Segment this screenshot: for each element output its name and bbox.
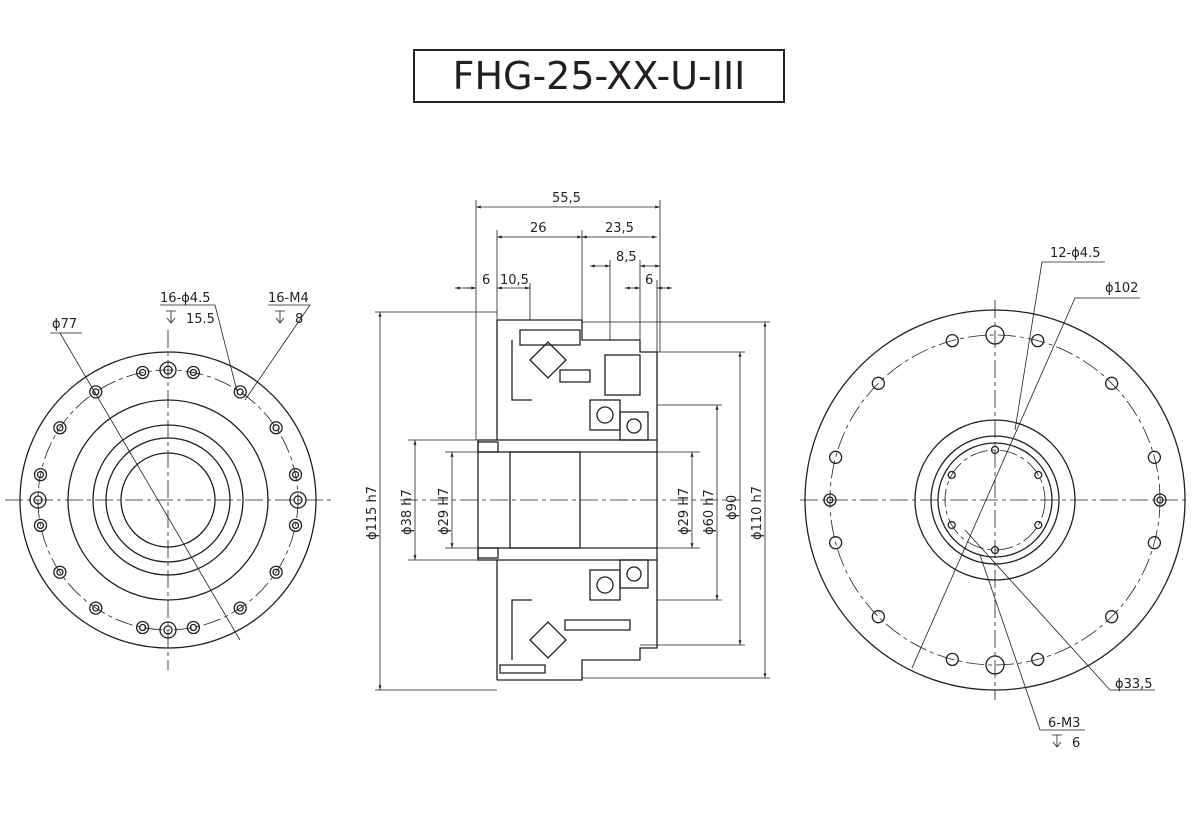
thread-hole xyxy=(293,495,303,505)
thread-hole xyxy=(163,625,173,635)
bolt-hole xyxy=(1156,496,1164,504)
thread-hole xyxy=(1034,520,1043,530)
dim-d60: ϕ60 h7 xyxy=(702,489,717,535)
bolt-hole xyxy=(233,385,247,399)
bolt-hole xyxy=(1147,450,1162,464)
section-view: 55,5 26 23,5 8,5 6 6 10,5 ϕ115 h7 ϕ38 h7… xyxy=(365,191,770,691)
bolt-hole xyxy=(138,623,147,632)
bolt-hole xyxy=(826,496,834,504)
thread-hole xyxy=(289,491,307,509)
drawing-title: FHG-25-XX-U-III xyxy=(413,49,785,103)
thread-hole xyxy=(1034,470,1043,480)
bolt-hole xyxy=(92,388,100,396)
thread-hole xyxy=(990,445,1000,455)
dim-d29-left: ϕ29 H7 xyxy=(437,488,452,535)
dim-d115: ϕ115 h7 xyxy=(365,486,380,540)
thread-hole xyxy=(990,545,1000,555)
bolt-hole xyxy=(186,620,201,635)
thread-hole xyxy=(947,470,956,480)
bolt-hole xyxy=(1031,652,1045,667)
left-end-view: ϕ77 16-ϕ4.5 15.5 16-M4 8 xyxy=(5,291,335,670)
left-diameter-label: ϕ77 xyxy=(52,317,77,332)
dim-23-5: 23,5 xyxy=(605,221,634,236)
bolt-hole xyxy=(89,385,103,399)
right-threads-depth: 6 xyxy=(1072,736,1080,751)
bolt-hole xyxy=(56,568,64,576)
bolt-hole xyxy=(53,565,67,579)
bolt-hole xyxy=(186,365,201,380)
left-holes-depth: 15.5 xyxy=(186,312,215,327)
bolt-hole xyxy=(53,421,67,435)
thread-hole xyxy=(29,491,47,509)
bolt-hole xyxy=(288,518,303,533)
bolt-hole xyxy=(828,536,843,550)
bolt-hole xyxy=(89,601,103,615)
right-inner-diameter: ϕ33,5 xyxy=(1115,677,1153,692)
pin-hole xyxy=(985,655,1005,675)
left-holes-label: 16-ϕ4.5 xyxy=(160,291,210,306)
bolt-hole xyxy=(138,368,147,377)
bolt-hole xyxy=(56,424,64,432)
bolt-hole xyxy=(291,521,300,530)
bolt-hole xyxy=(291,470,300,479)
thread-hole xyxy=(159,361,177,379)
right-pcd-label: ϕ102 xyxy=(1105,281,1138,296)
right-threads-label: 6-M3 xyxy=(1048,716,1080,731)
dim-6-right: 6 xyxy=(645,273,653,288)
bolt-hole xyxy=(1105,610,1119,624)
bolt-hole xyxy=(236,604,244,612)
bolt-hole xyxy=(945,652,959,667)
bolt-hole xyxy=(36,521,45,530)
bolt-hole xyxy=(828,450,843,464)
dim-d110: ϕ110 h7 xyxy=(750,486,765,540)
bolt-hole xyxy=(1153,493,1167,507)
dim-8-5: 8,5 xyxy=(616,250,637,265)
bolt-hole xyxy=(945,333,959,348)
bolt-hole xyxy=(135,620,150,635)
bolt-hole xyxy=(871,376,885,390)
dim-d90: ϕ90 xyxy=(725,495,740,520)
right-holes-label: 12-ϕ4.5 xyxy=(1050,246,1100,261)
left-threads-depth: 8 xyxy=(295,312,303,327)
bolt-hole xyxy=(36,470,45,479)
bolt-hole xyxy=(288,467,303,482)
right-end-view: 12-ϕ4.5 ϕ102 ϕ33,5 6-M3 6 xyxy=(800,246,1190,751)
thread-hole xyxy=(159,621,177,639)
bolt-hole xyxy=(871,610,885,624)
pin-hole xyxy=(985,325,1005,345)
bolt-hole xyxy=(272,424,280,432)
bolt-hole xyxy=(33,467,48,482)
bolt-hole xyxy=(135,365,150,380)
left-threads-label: 16-M4 xyxy=(268,291,309,306)
thread-hole xyxy=(163,365,173,375)
bolt-hole xyxy=(92,604,100,612)
bolt-hole xyxy=(233,601,247,615)
bolt-hole xyxy=(823,493,837,507)
dim-d38: ϕ38 h7 xyxy=(400,489,415,535)
bolt-hole xyxy=(272,568,280,576)
thread-hole xyxy=(33,495,43,505)
thread-hole xyxy=(947,520,956,530)
dim-overall-length: 55,5 xyxy=(552,191,581,206)
bolt-hole xyxy=(1105,376,1119,390)
bolt-hole xyxy=(189,623,198,632)
bolt-hole xyxy=(269,421,283,435)
bolt-hole xyxy=(33,518,48,533)
dim-6-left: 6 xyxy=(482,273,490,288)
dim-26: 26 xyxy=(530,221,547,236)
bolt-hole xyxy=(189,368,198,377)
dim-d29-right: ϕ29 H7 xyxy=(677,488,692,535)
bolt-hole xyxy=(1147,536,1162,550)
dim-10-5: 10,5 xyxy=(500,273,529,288)
bolt-hole xyxy=(269,565,283,579)
bolt-hole xyxy=(1031,333,1045,348)
